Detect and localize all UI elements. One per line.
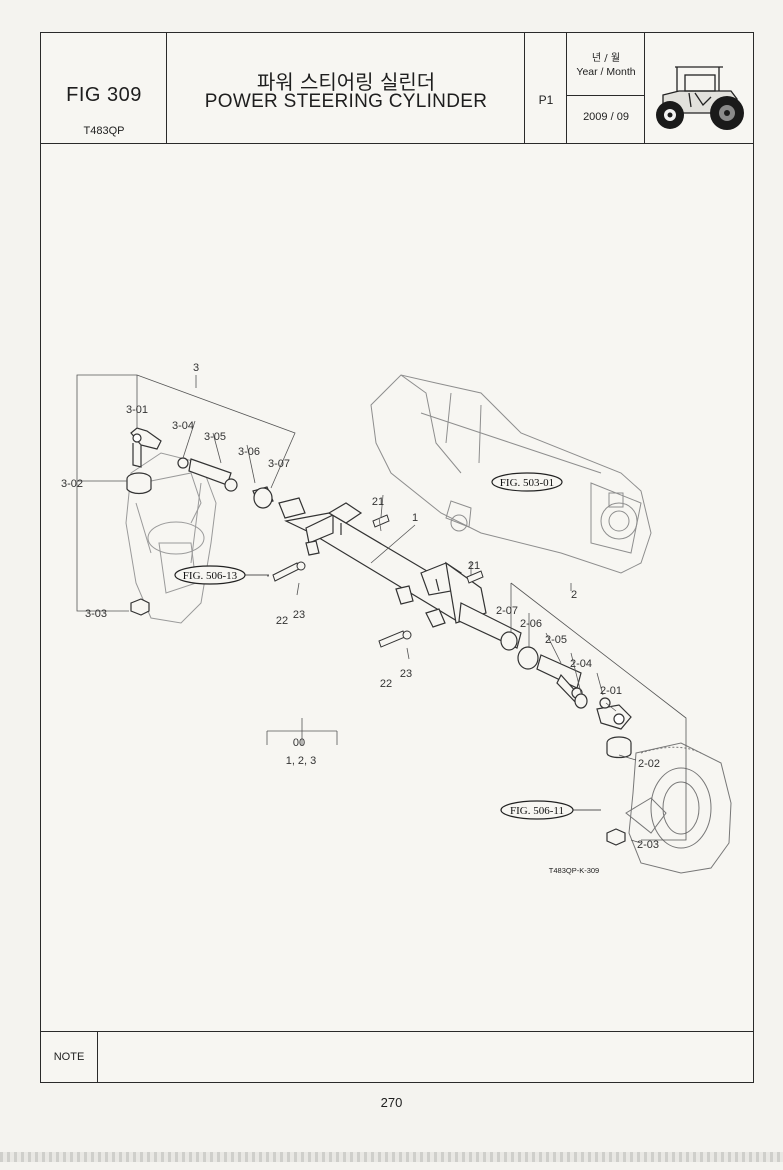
pin-21-upper [372,514,390,528]
fig-503-01-callout [491,472,563,492]
label-2-03: 2-03 [637,839,659,851]
label-3-02: 3-02 [61,478,83,490]
bolt-22-lower [378,630,406,648]
label-3-07: 3-07 [268,458,290,470]
part-labels: FIG. 503-01 FIG. 506-13 FIG. 506-11 3 3-… [61,362,660,875]
date-label-english: Year / Month [576,66,636,78]
tie-rod-3 [126,427,274,616]
label-1: 1 [412,512,418,524]
label-2-02: 2-02 [638,758,660,770]
assembly-members: 1, 2, 3 [286,755,317,767]
fig-reference-callouts [174,472,601,820]
tractor-image-cell [645,33,753,143]
label-2-07: 2-07 [496,605,518,617]
label-3-03: 3-03 [85,608,107,620]
label-3-01: 3-01 [126,404,148,416]
label-21-lower: 21 [468,560,480,572]
fig-ref-503-01: FIG. 503-01 [500,477,554,489]
label-2-01: 2-01 [600,685,622,697]
title-cell: 파워 스티어링 실린더 POWER STEERING CYLINDER [167,33,525,143]
label-2: 2 [571,589,577,601]
label-23-lower: 23 [400,668,412,680]
fig-cell: FIG 309 T483QP [41,33,167,143]
page-number: 270 [380,1095,403,1110]
label-3-04: 3-04 [172,420,194,432]
page-cell: P1 [525,33,567,143]
washer-23-lower [402,630,412,640]
drawing-code: T483QP-K-309 [549,866,599,875]
title-korean: 파워 스티어링 실린더 [256,70,436,94]
note-label: NOTE [41,1032,98,1083]
axle-housing [370,374,652,574]
date-value: 2009 / 09 [583,111,629,123]
header: FIG 309 T483QP 파워 스티어링 실린더 POWER STEERIN… [41,33,753,144]
tie-rod-2 [500,631,632,846]
fig-ref-506-11: FIG. 506-11 [510,805,564,817]
page-frame: FIG 309 T483QP 파워 스티어링 실린더 POWER STEERIN… [40,32,754,1083]
tractor-icon [656,66,744,130]
label-3-06: 3-06 [238,446,260,458]
label-22-upper: 22 [276,615,288,627]
label-2-05: 2-05 [545,634,567,646]
title-english: POWER STEERING CYLINDER [204,91,488,112]
page-label: P1 [538,93,554,107]
label-3-05: 3-05 [204,431,226,443]
label-2-04: 2-04 [570,658,592,670]
steering-cylinder [278,497,522,649]
pins-and-bolts [272,514,484,648]
assembly-label: 00 [293,737,305,749]
fig-ref-506-13: FIG. 506-13 [183,570,238,582]
date-cell: 년 / 월 Year / Month 2009 / 09 [567,33,645,143]
label-22-lower: 22 [380,678,392,690]
label-2-06: 2-06 [520,618,542,630]
note-row: NOTE [41,1031,753,1083]
right-knuckle [625,742,732,874]
washer-23-upper [296,561,306,571]
date-divider [567,95,645,96]
label-3: 3 [193,362,199,374]
pin-21-lower [466,570,484,584]
label-23-upper: 23 [293,609,305,621]
leader-lines [76,374,687,844]
fig-number: FIG 309 [66,84,142,106]
bolt-22-upper [272,562,300,582]
model-code: T483QP [83,125,125,137]
exploded-parts-diagram: FIG. 503-01 FIG. 506-13 FIG. 506-11 3 3-… [61,362,732,875]
label-21-upper: 21 [372,496,384,508]
date-label-korean: 년 / 월 [591,53,621,64]
scan-edge [0,1152,783,1162]
